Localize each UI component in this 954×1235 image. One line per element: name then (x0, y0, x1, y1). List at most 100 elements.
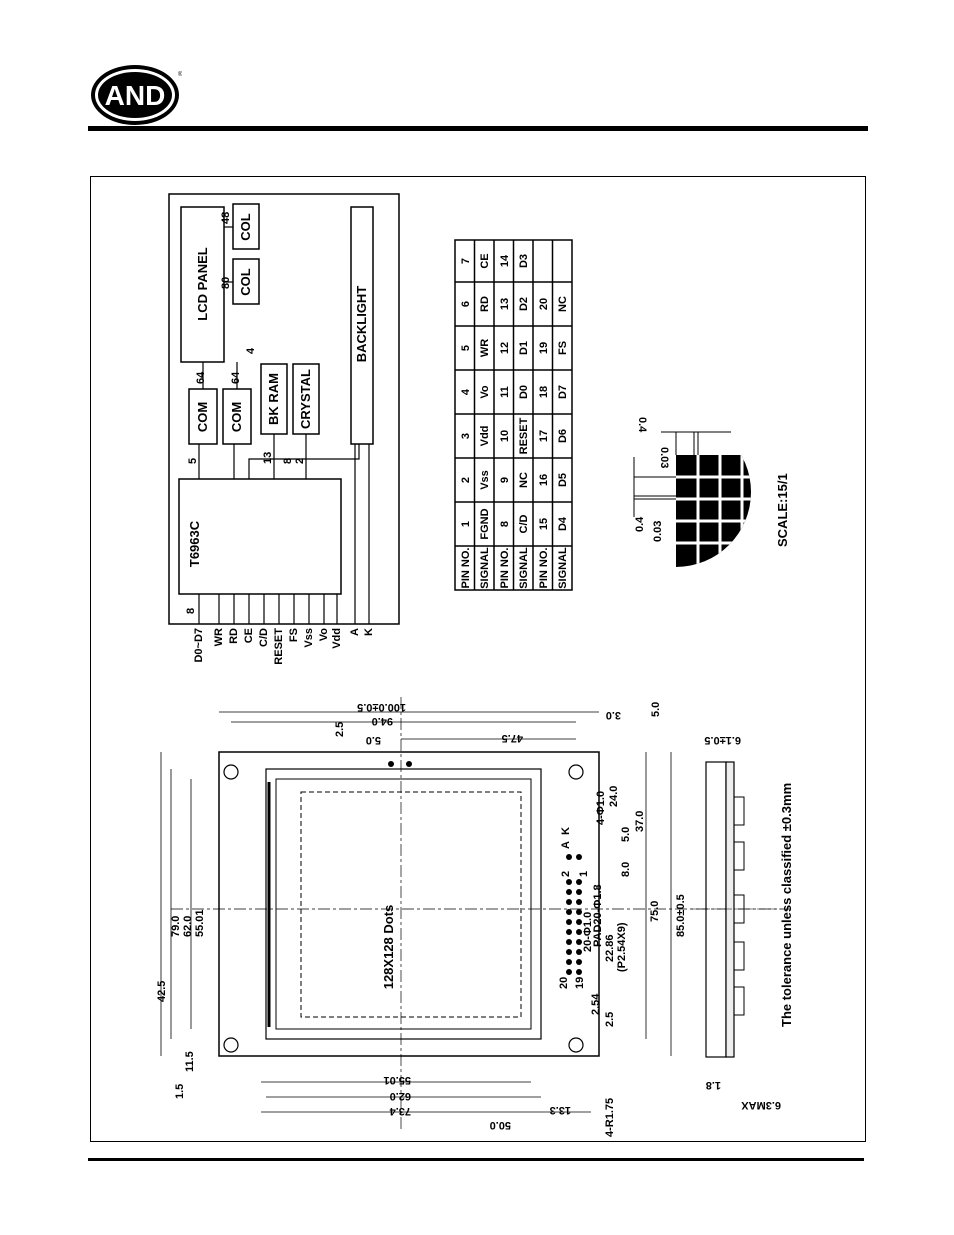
signal-cell: WR (479, 339, 491, 357)
signal-cell: D7 (557, 385, 569, 399)
pin-cell: 11 (499, 386, 511, 398)
signal-vo: Vo (318, 628, 330, 642)
pin-cell: 5 (460, 345, 472, 351)
pin-label-19: 19 (574, 977, 586, 989)
pin-cell: 1 (460, 521, 472, 527)
pin-cell: 19 (538, 342, 550, 354)
signal-cell: C/D (518, 514, 530, 533)
dim-right-5: 8.0 (620, 862, 632, 877)
col-bus-count: 4 (245, 347, 257, 354)
signal-vss: Vss (303, 628, 315, 648)
active-area (300, 791, 522, 1018)
tolerance-note: The tolerance unless classified ±0.3mm (779, 783, 794, 1027)
dim-top-5: 2.5 (334, 722, 346, 737)
signal-cell: CE (479, 253, 491, 268)
dot-dim-2: 0.03 (658, 447, 670, 468)
registered-mark: ® (178, 71, 182, 78)
pin-cell: 20 (538, 298, 550, 310)
technical-drawing: LCD PANEL COL COL 80 48 COM COM 64 64 BK… (156, 193, 794, 1137)
dim-bottom-4: 50.0 (490, 1119, 511, 1131)
scale-label: SCALE:15/1 (775, 473, 790, 547)
bus-count: 8 (185, 608, 197, 614)
controller-box (178, 478, 342, 595)
dim-top-2: 94.0 (372, 715, 393, 727)
dim-bottom-6: 4-R1.75 (604, 1098, 616, 1137)
drawing-frame: LCD PANEL COL COL 80 48 COM COM 64 64 BK… (90, 176, 866, 1142)
ram-bus-count-2: 8 (282, 458, 294, 464)
pin-cell: 3 (460, 433, 472, 439)
dot-dim-3: 0.4 (634, 516, 646, 532)
signal-cell: D4 (557, 516, 569, 531)
signal-labels: D0~D7 WR RD CE C/D RESET FS Vss Vo Vdd A… (193, 628, 375, 665)
dim-right-13: 2.5 (604, 1012, 616, 1027)
dim-top-6: 3.0 (606, 709, 621, 721)
controller-label: T6963C (187, 520, 202, 567)
col2-label: COL (238, 213, 253, 241)
com1-label: COM (195, 402, 210, 432)
signal-header-2: SIGNAL (518, 547, 530, 589)
connector-pads (388, 761, 582, 975)
pin-cell: 15 (538, 518, 550, 530)
signal-cell: RESET (518, 417, 530, 454)
pin-cell: 4 (460, 388, 472, 395)
lcd-panel-label: LCD PANEL (195, 247, 210, 320)
signal-cell: Vo (479, 385, 491, 399)
dim-right-6: 75.0 (649, 901, 661, 922)
signal-a: A (349, 628, 361, 636)
dim-right-8: PAD20-Φ1.8 (592, 884, 604, 947)
side-view (691, 761, 781, 1058)
dim-right-12: 2.54 (590, 993, 602, 1015)
outline-drawing: 128X128 Dots 2 1 20 19 A K (156, 697, 794, 1137)
signal-cell: Vss (479, 470, 491, 490)
dim-left-3: 55.01 (194, 909, 206, 937)
pin-cell: 13 (499, 298, 511, 310)
signal-reset: RESET (273, 628, 285, 665)
dim-left-4: 42.5 (156, 981, 168, 1002)
pin-cell: 6 (460, 301, 472, 307)
backlight-label: BACKLIGHT (354, 286, 369, 363)
signal-rd: RD (228, 628, 240, 644)
pin-table: PIN NO. SIGNAL PIN NO. SIGNAL PIN NO. SI… (454, 239, 573, 591)
signal-cell: D1 (518, 341, 530, 355)
dim-left-2: 62.0 (182, 916, 194, 937)
signal-cell: D2 (518, 297, 530, 311)
pin-header-1: PIN NO. (460, 548, 472, 589)
col1-count: 80 (220, 277, 232, 289)
pin-cell: 7 (460, 258, 472, 264)
signal-cell: D6 (557, 429, 569, 443)
dim-top-4: 5.0 (650, 702, 662, 717)
pin-cell: 9 (499, 477, 511, 483)
module-outline (168, 193, 400, 625)
dim-bottom-5: 13.3 (550, 1104, 571, 1116)
com-bus-count: 5 (187, 458, 199, 464)
signal-d0-d7: D0~D7 (193, 628, 205, 663)
crystal-label: CRYSTAL (298, 369, 313, 429)
and-logo: AND ® (91, 65, 182, 125)
pin-cell: 2 (460, 477, 472, 483)
footer-rule (88, 1158, 864, 1161)
signal-header-1: SIGNAL (479, 547, 491, 589)
dim-left-6: 1.5 (174, 1084, 186, 1099)
logo-text: AND (105, 80, 166, 111)
pin-cell: 18 (538, 386, 550, 398)
signal-cd: C/D (258, 628, 270, 647)
signal-cell: FS (557, 341, 569, 355)
header-rule (88, 126, 868, 131)
pin-label-a: A (560, 841, 572, 849)
pin-cell: 14 (499, 254, 511, 267)
signal-cell: D0 (518, 385, 530, 399)
crystal-bus-count: 2 (294, 458, 306, 464)
pin-header-3: PIN NO. (538, 548, 550, 589)
signal-header-3: SIGNAL (557, 547, 569, 589)
com2-count: 64 (230, 371, 242, 384)
dim-top-7: 5.0 (366, 734, 381, 746)
signal-cell: D5 (557, 473, 569, 487)
signal-k: K (363, 628, 375, 636)
pin-label-2: 2 (560, 871, 572, 877)
pin-cell: 16 (538, 474, 550, 486)
bk-ram-label: BK RAM (266, 373, 281, 425)
pin-cell: 8 (499, 521, 511, 527)
signal-cell: FGND (479, 508, 491, 539)
signal-ce: CE (243, 628, 255, 643)
dim-top-1: 100.0±0.5 (357, 701, 406, 713)
